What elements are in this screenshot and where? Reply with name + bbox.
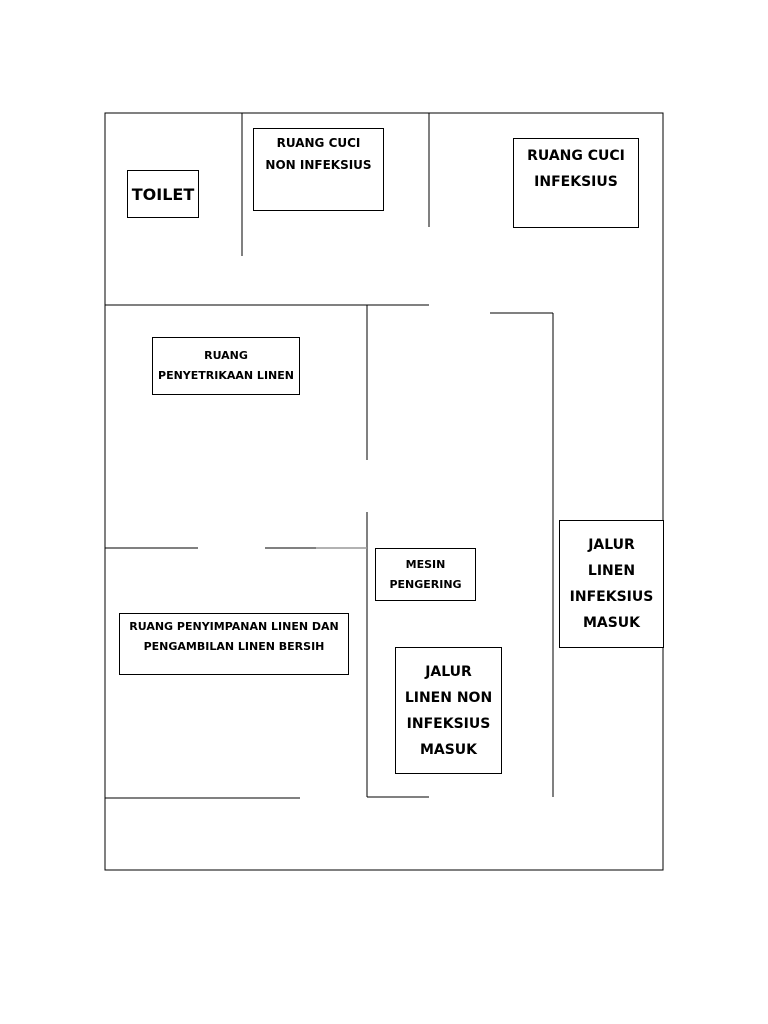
room-ruang-cuci-non-infeksius: RUANG CUCI NON INFEKSIUS — [253, 128, 384, 211]
room-jalur-linen-non-infeksius-line-3: INFEKSIUS — [406, 715, 491, 732]
room-jalur-linen-non-infeksius-masuk: JALUR LINEN NON INFEKSIUS MASUK — [395, 647, 502, 774]
room-jalur-linen-non-infeksius-line-1: JALUR — [425, 663, 472, 680]
room-ruang-penyetrikaan-linen: RUANG PENYETRIKAAN LINEN — [152, 337, 300, 395]
room-ruang-penyimpanan-linen: RUANG PENYIMPANAN LINEN DAN PENGAMBILAN … — [119, 613, 349, 675]
room-jalur-linen-non-infeksius-line-4: MASUK — [419, 741, 478, 758]
room-ruang-cuci-infeksius: RUANG CUCI INFEKSIUS — [513, 138, 639, 228]
room-ruang-cuci-non-infeksius-line-1: RUANG CUCI — [276, 136, 361, 150]
room-mesin-pengering-line-2: PENGERING — [389, 577, 462, 591]
room-ruang-cuci-non-infeksius-line-2: NON INFEKSIUS — [265, 158, 372, 172]
room-toilet-text: TOILET — [131, 184, 195, 204]
outer-wall — [104, 112, 664, 871]
room-ruang-cuci-infeksius-line-2: INFEKSIUS — [534, 174, 618, 190]
room-toilet: TOILET — [127, 170, 199, 218]
room-jalur-linen-infeksius-line-2: LINEN — [587, 563, 636, 579]
room-ruang-penyimpanan-linen-line-1: RUANG PENYIMPANAN LINEN DAN — [129, 620, 339, 633]
room-jalur-linen-infeksius-line-3: INFEKSIUS — [569, 589, 654, 605]
room-ruang-penyetrikaan-linen-line-1: RUANG — [204, 349, 248, 362]
room-mesin-pengering: MESIN PENGERING — [375, 548, 476, 601]
room-ruang-penyetrikaan-linen-line-2: PENYETRIKAAN LINEN — [158, 369, 294, 382]
room-jalur-linen-infeksius-masuk: JALUR LINEN INFEKSIUS MASUK — [559, 520, 664, 648]
room-jalur-linen-infeksius-line-1: JALUR — [588, 537, 635, 553]
room-ruang-penyimpanan-linen-line-2: PENGAMBILAN LINEN BERSIH — [143, 640, 325, 653]
room-jalur-linen-non-infeksius-line-2: LINEN NON — [404, 689, 493, 706]
room-mesin-pengering-line-1: MESIN — [405, 557, 446, 571]
room-ruang-cuci-infeksius-line-1: RUANG CUCI — [527, 148, 625, 164]
room-jalur-linen-infeksius-line-4: MASUK — [582, 615, 641, 631]
